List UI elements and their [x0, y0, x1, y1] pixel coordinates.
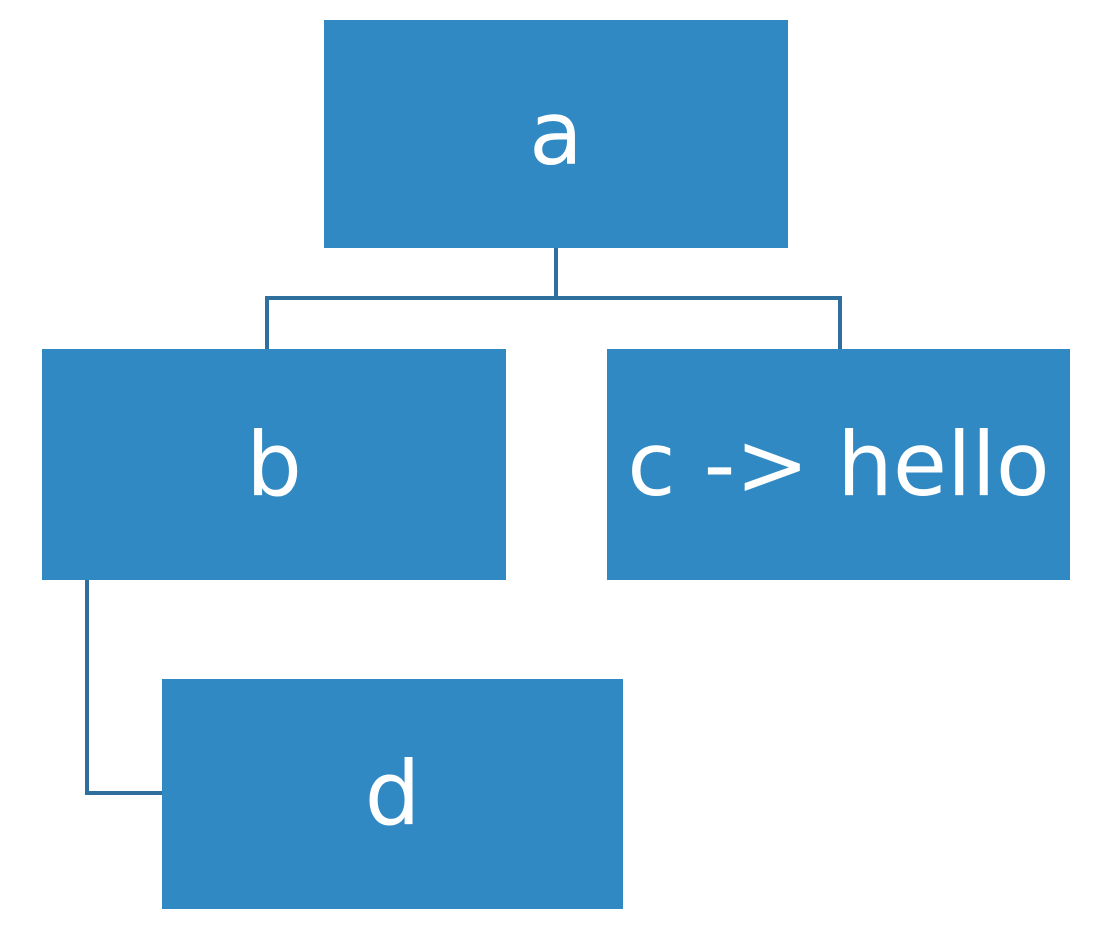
- node-b[interactable]: b: [42, 349, 506, 580]
- node-a[interactable]: a: [324, 20, 788, 248]
- node-a-label: a: [529, 82, 583, 185]
- node-d[interactable]: d: [162, 679, 623, 909]
- node-c-label: c -> hello: [627, 412, 1050, 516]
- edge-b-to-d: [85, 580, 162, 795]
- node-d-label: d: [364, 742, 421, 845]
- edge-a-to-c: [554, 248, 842, 349]
- node-b-label: b: [246, 412, 302, 516]
- node-c[interactable]: c -> hello: [607, 349, 1070, 580]
- edge-a-to-b: [265, 248, 558, 349]
